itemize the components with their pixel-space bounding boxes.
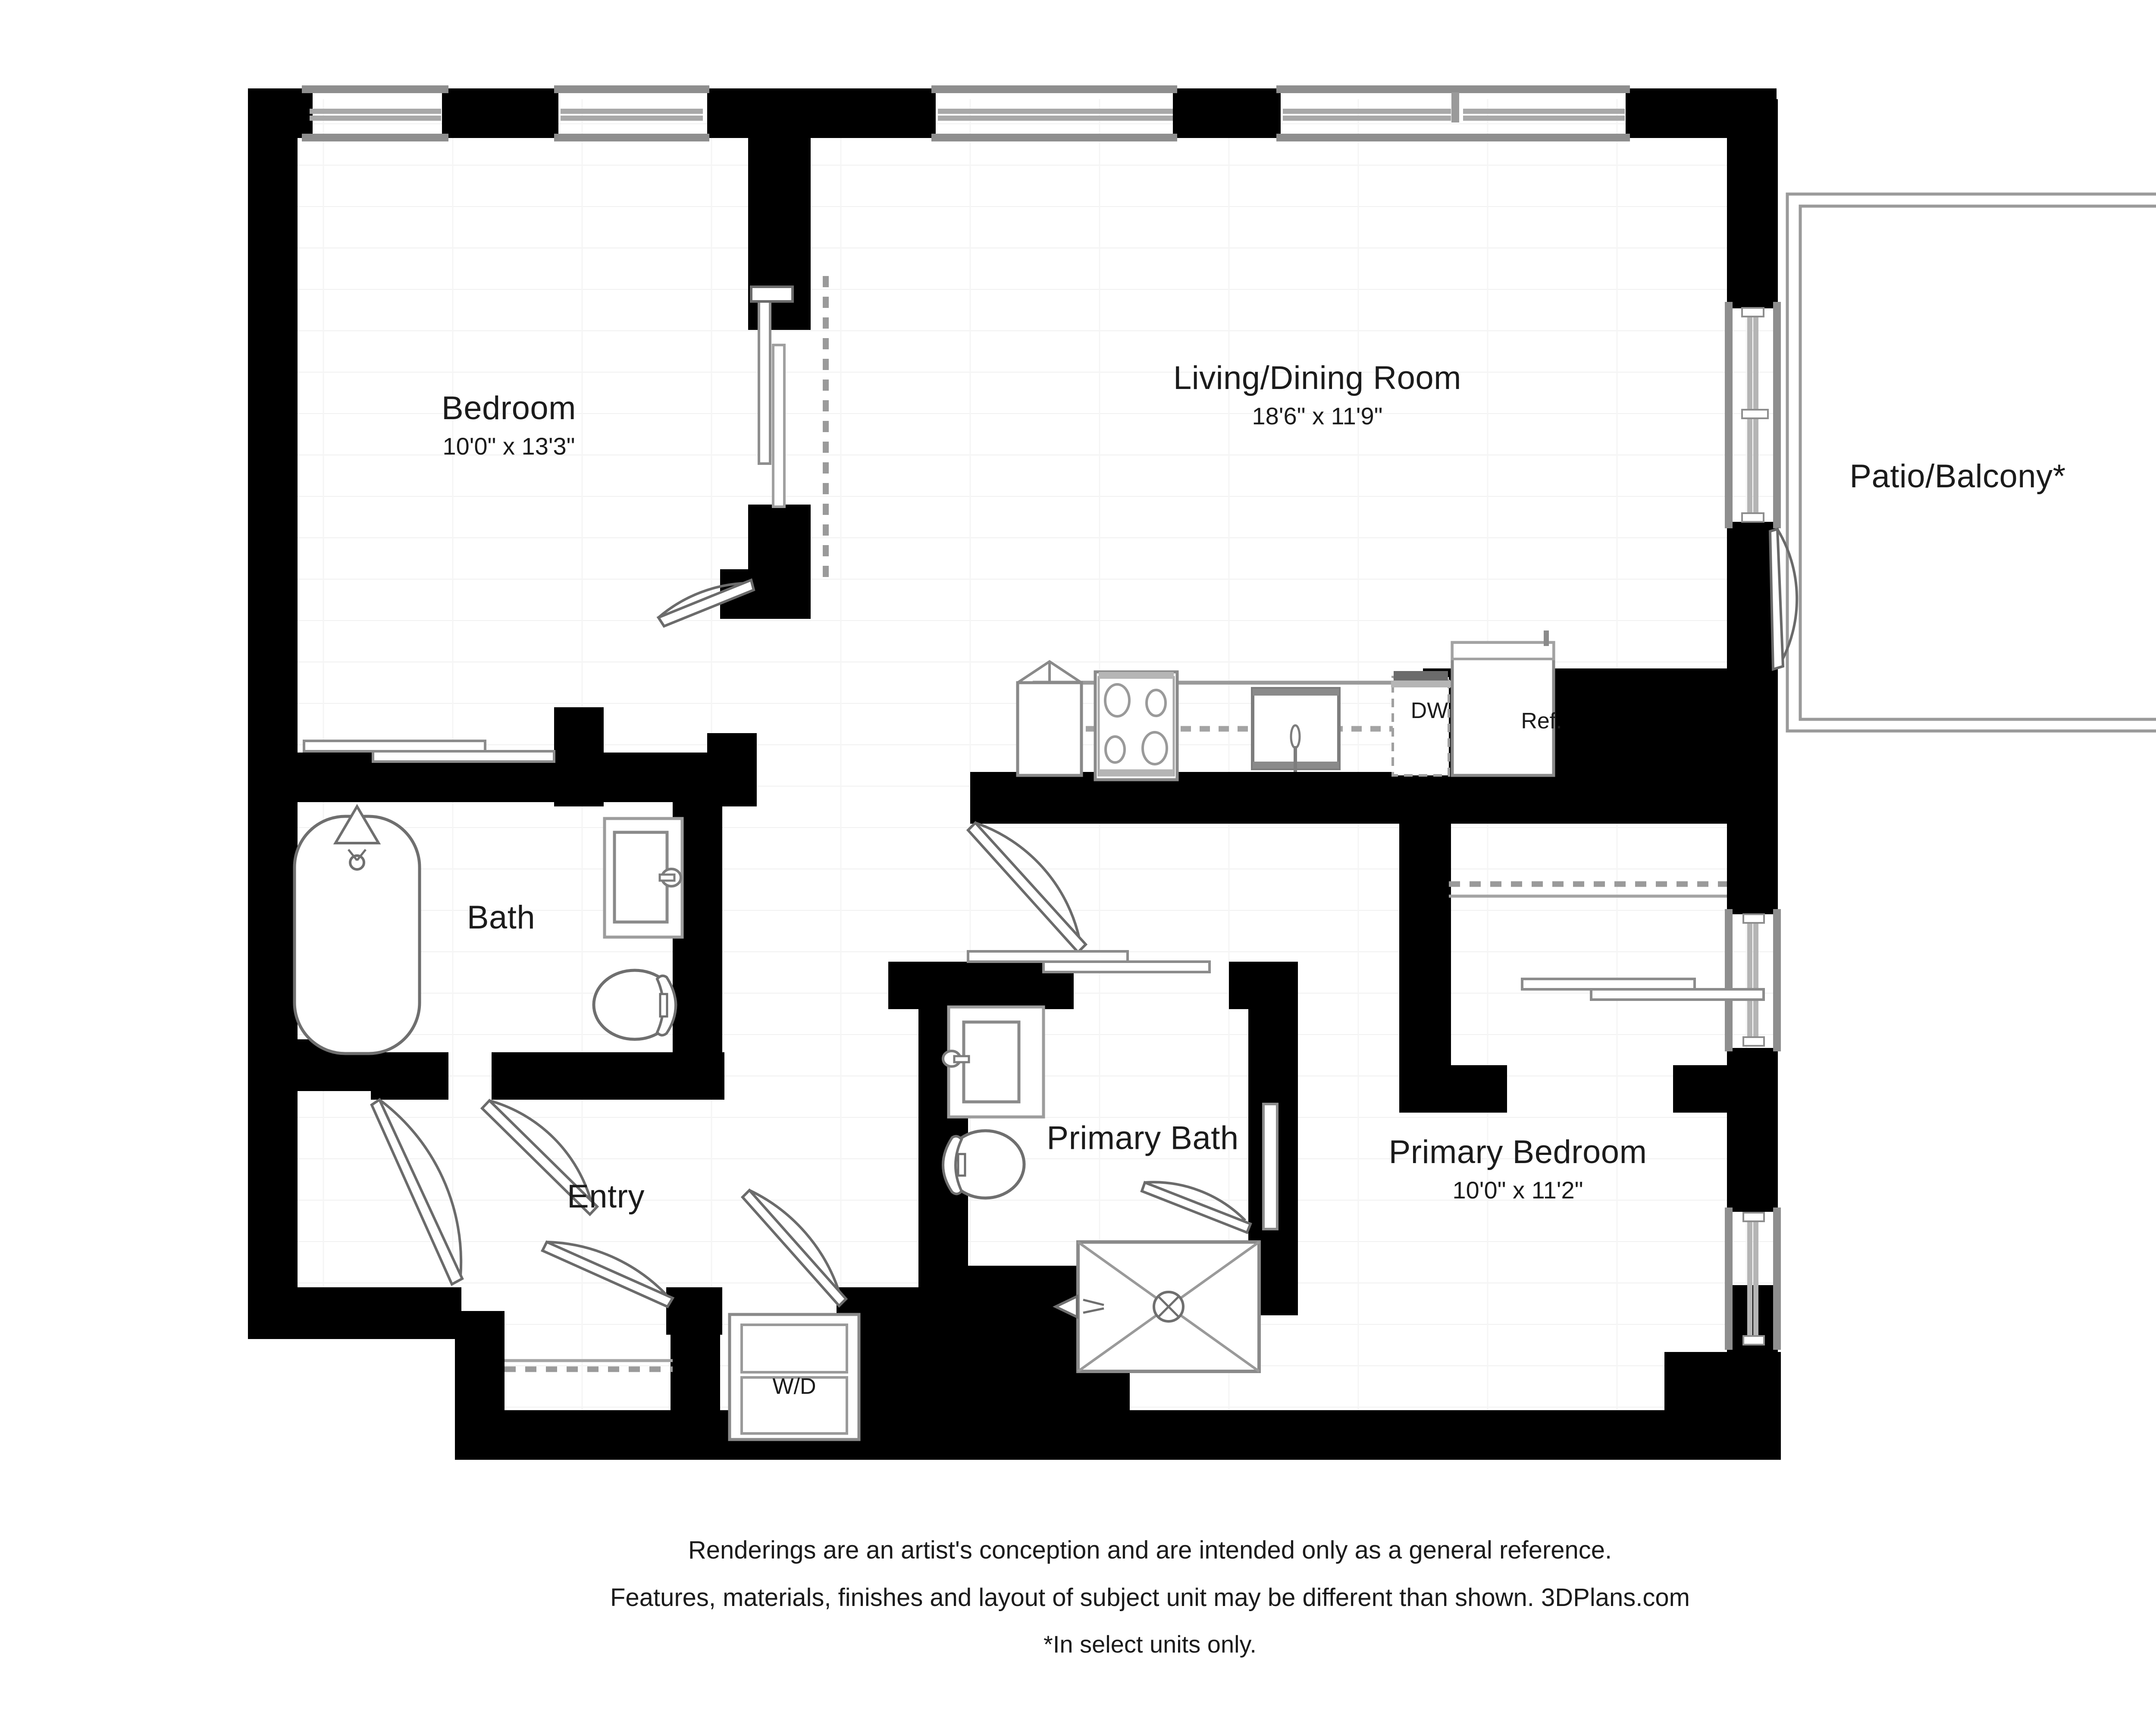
room-label-bath: Bath [467,898,535,937]
disclaimer-footer: Renderings are an artist's conception an… [0,1527,2156,1668]
room-dims-bedroom: 10'0" x 13'3" [442,432,575,460]
room-name-patio-balcony: Patio/Balcony* [1849,458,2066,495]
windows [302,85,1781,1350]
kitchen-fixtures [1016,630,1555,781]
disclaimer-line-2: Features, materials, finishes and layout… [610,1584,1690,1612]
balcony-door [1768,527,1799,671]
room-name-primary-bedroom: Primary Bedroom [1388,1134,1647,1171]
disclaimer-line-3: *In select units only. [1044,1631,1257,1658]
room-label-primary-bath: Primary Bath [1031,1119,1255,1159]
room-name-primary-bath: Primary Bath [1047,1120,1239,1157]
sliding-doors [303,276,1765,1372]
room-label-entry: Entry [567,1177,645,1216]
room-name-bath: Bath [467,899,536,936]
patio-balcony-outline [1786,192,2156,733]
room-label-primary-bedroom: Primary Bedroom 10'0" x 11'2" [1389,1133,1647,1204]
room-label-living-dining: Living/Dining Room 18'6" x 11'9" [1173,359,1461,430]
doors [370,578,1252,1308]
disclaimer-line-1: Renderings are an artist's conception an… [688,1536,1612,1564]
room-name-entry: Entry [567,1178,645,1215]
room-label-patio-balcony: Patio/Balcony* [1849,457,2065,496]
appliance-label-refrigerator: Ref. [1521,709,1562,734]
room-name-bedroom: Bedroom [442,390,576,427]
room-name-living-dining: Living/Dining Room [1173,360,1461,397]
appliance-label-dishwasher: DW [1410,698,1448,723]
appliance-label-washer-dryer: W/D [772,1374,816,1399]
room-dims-living-dining: 18'6" x 11'9" [1252,402,1383,430]
walls [248,88,1781,1460]
room-dims-primary-bedroom: 10'0" x 11'2" [1452,1176,1583,1204]
washer-dryer-unit [728,1313,861,1441]
room-label-bedroom: Bedroom 10'0" x 13'3" [442,389,576,461]
primary-bath-fixtures [942,1005,1261,1373]
bath-fixtures [293,804,684,1055]
